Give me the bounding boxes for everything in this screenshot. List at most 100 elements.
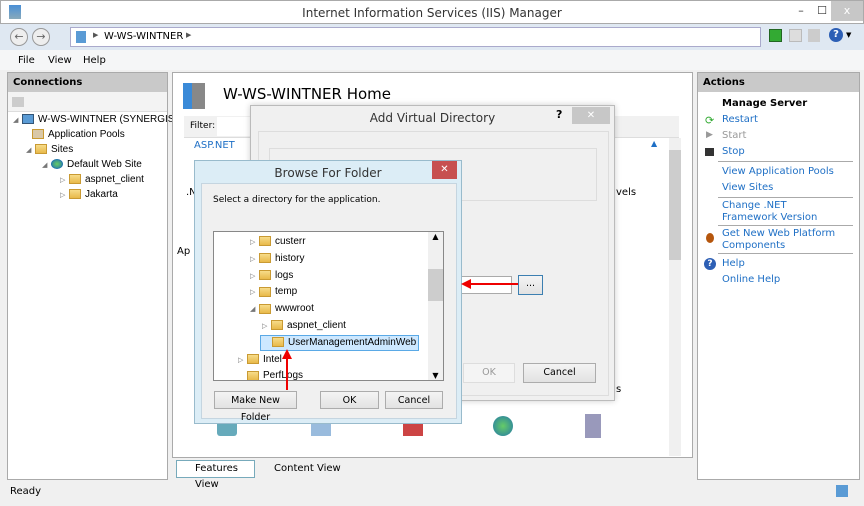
action-change-net-version[interactable]: Change .NET Framework Version [722, 200, 818, 223]
dialog-cancel-button[interactable]: Cancel [523, 363, 596, 383]
help-icon[interactable]: ? [829, 28, 843, 42]
isapi-filters-icon[interactable] [493, 416, 513, 436]
tree-item-aspnet-client[interactable]: ▷aspnet_client [60, 174, 144, 185]
folder-label: wwwroot [275, 303, 314, 315]
iis-app-icon [9, 5, 21, 19]
arrowhead-up-icon [282, 349, 292, 359]
folder-label: temp [275, 286, 298, 298]
make-new-folder-button[interactable]: Make New Folder [214, 391, 297, 423]
maximize-button[interactable]: ☐ [817, 4, 827, 17]
expander-icon[interactable]: ▷ [262, 323, 268, 330]
folder-label: aspnet_client [287, 320, 346, 331]
arrowhead-left-icon [461, 279, 471, 289]
browse-close-button[interactable]: ✕ [432, 161, 457, 179]
tab-features-view[interactable]: Features View [176, 460, 255, 490]
expander-icon[interactable]: ▷ [250, 239, 256, 246]
folder-item[interactable]: ◢ wwwroot [248, 301, 316, 317]
connections-toolbar [8, 92, 167, 112]
tree-item-app-pools[interactable]: Application Pools [13, 129, 177, 144]
group-aspnet[interactable]: ASP.NET [194, 140, 235, 151]
folder-label: PerfLogs [263, 370, 304, 381]
folder-item[interactable]: ▷custerr [248, 234, 308, 250]
expander-icon[interactable]: ▷ [238, 356, 244, 364]
status-text: Ready [10, 486, 42, 497]
refresh-icon[interactable] [769, 29, 782, 42]
folder-icon [259, 286, 271, 297]
browse-dialog-title: Browse For Folder [274, 166, 382, 180]
connections-header: Connections [8, 73, 167, 92]
breadcrumb-server[interactable]: W-WS-WINTNER [104, 31, 184, 42]
folder-label: Intel [263, 353, 282, 365]
action-view-sites[interactable]: View Sites [722, 182, 774, 193]
stop-icon[interactable] [789, 29, 802, 42]
chevron-down-icon[interactable]: ▼ [846, 31, 852, 39]
menu-help[interactable]: Help [83, 55, 106, 66]
back-button[interactable]: ← [10, 28, 28, 46]
browse-ok-button[interactable]: OK [320, 391, 379, 409]
expander-icon[interactable]: ▷ [250, 255, 256, 263]
connect-icon[interactable] [12, 97, 24, 107]
folder-label: history [275, 252, 305, 264]
expander-icon[interactable]: ▷ [250, 289, 256, 297]
tree-item-default-web-site[interactable]: ◢Default Web Site [42, 159, 142, 170]
menu-view[interactable]: View [48, 55, 72, 66]
address-bar[interactable]: ▶ W-WS-WINTNER ▶ [70, 27, 761, 47]
menu-bar [0, 50, 864, 70]
annotation-arrow-horizontal [470, 283, 518, 285]
action-online-help[interactable]: Online Help [722, 274, 781, 285]
collapse-group-icon[interactable]: ▲ [651, 139, 658, 148]
action-stop[interactable]: Stop [722, 146, 745, 157]
folder-icon [259, 236, 271, 247]
folder-icon [272, 337, 284, 348]
action-view-app-pools[interactable]: View Application Pools [722, 166, 834, 177]
main-scrollbar[interactable] [669, 138, 681, 456]
breadcrumb-chevron-icon: ▶ [93, 31, 99, 39]
browse-for-folder-dialog: Browse For Folder ✕ Select a directory f… [194, 160, 462, 424]
action-get-web-platform[interactable]: Get New Web Platform Components [722, 228, 836, 251]
scroll-thumb[interactable] [428, 269, 443, 301]
expander-icon[interactable]: ◢ [250, 306, 256, 314]
dialog-help-button[interactable]: ? [556, 108, 563, 121]
dialog-close-button[interactable]: ✕ [572, 107, 610, 124]
actions-panel: Actions Manage Server ⟳ Restart ▶ Start … [697, 72, 860, 480]
browse-cancel-button[interactable]: Cancel [385, 391, 443, 409]
folder-item[interactable]: PerfLogs [236, 368, 305, 381]
folder-icon [259, 253, 271, 264]
scroll-down-icon[interactable]: ▼ [432, 371, 439, 380]
scroll-up-icon[interactable]: ▲ [432, 232, 439, 241]
folder-item[interactable]: UserManagementAdminWeb [260, 334, 420, 351]
browse-path-button[interactable]: ... [518, 275, 543, 295]
tree-item-sites[interactable]: ◢Sites [26, 144, 74, 155]
filter-label: Filter: [190, 121, 216, 131]
server-home-icon [183, 83, 205, 109]
web-platform-icon [706, 233, 714, 243]
action-help[interactable]: Help [722, 258, 745, 269]
tab-content-view[interactable]: Content View [274, 463, 341, 474]
minimize-button[interactable]: – [798, 4, 804, 17]
close-button[interactable]: x [831, 1, 863, 21]
help-icon: ? [704, 258, 716, 270]
menu-file[interactable]: File [18, 55, 35, 66]
logging-icon[interactable] [585, 414, 601, 438]
forward-button[interactable]: → [32, 28, 50, 46]
home-icon[interactable] [808, 29, 820, 42]
folder-item[interactable]: ▷ history [248, 251, 306, 267]
expander-icon[interactable]: ▷ [250, 272, 256, 280]
server-icon [76, 31, 86, 43]
folder-item[interactable]: ▷ aspnet_client [260, 318, 348, 334]
folder-tree-scrollbar[interactable]: ▲ ▼ [428, 232, 443, 380]
feature-label-fragment: vels [616, 187, 637, 198]
folder-icon [271, 320, 283, 331]
tree-item-server[interactable]: ◢W-WS-WINTNER (SYNERGIS\ [13, 114, 178, 125]
breadcrumb-chevron-icon[interactable]: ▶ [186, 31, 192, 39]
folder-item[interactable]: ▷ logs [248, 268, 295, 284]
tree-item-jakarta[interactable]: ▷Jakarta [60, 189, 118, 200]
dialog-title: Add Virtual Directory [369, 111, 496, 125]
folder-item[interactable]: ▷ temp [248, 284, 299, 300]
action-restart[interactable]: Restart [722, 114, 758, 125]
folder-item[interactable]: ▷ Intel [236, 352, 284, 368]
connections-panel: Connections ◢W-WS-WINTNER (SYNERGIS\ App… [7, 72, 177, 480]
manage-server-heading: Manage Server [722, 98, 808, 109]
folder-label: logs [275, 269, 294, 281]
action-start: Start [722, 130, 747, 141]
